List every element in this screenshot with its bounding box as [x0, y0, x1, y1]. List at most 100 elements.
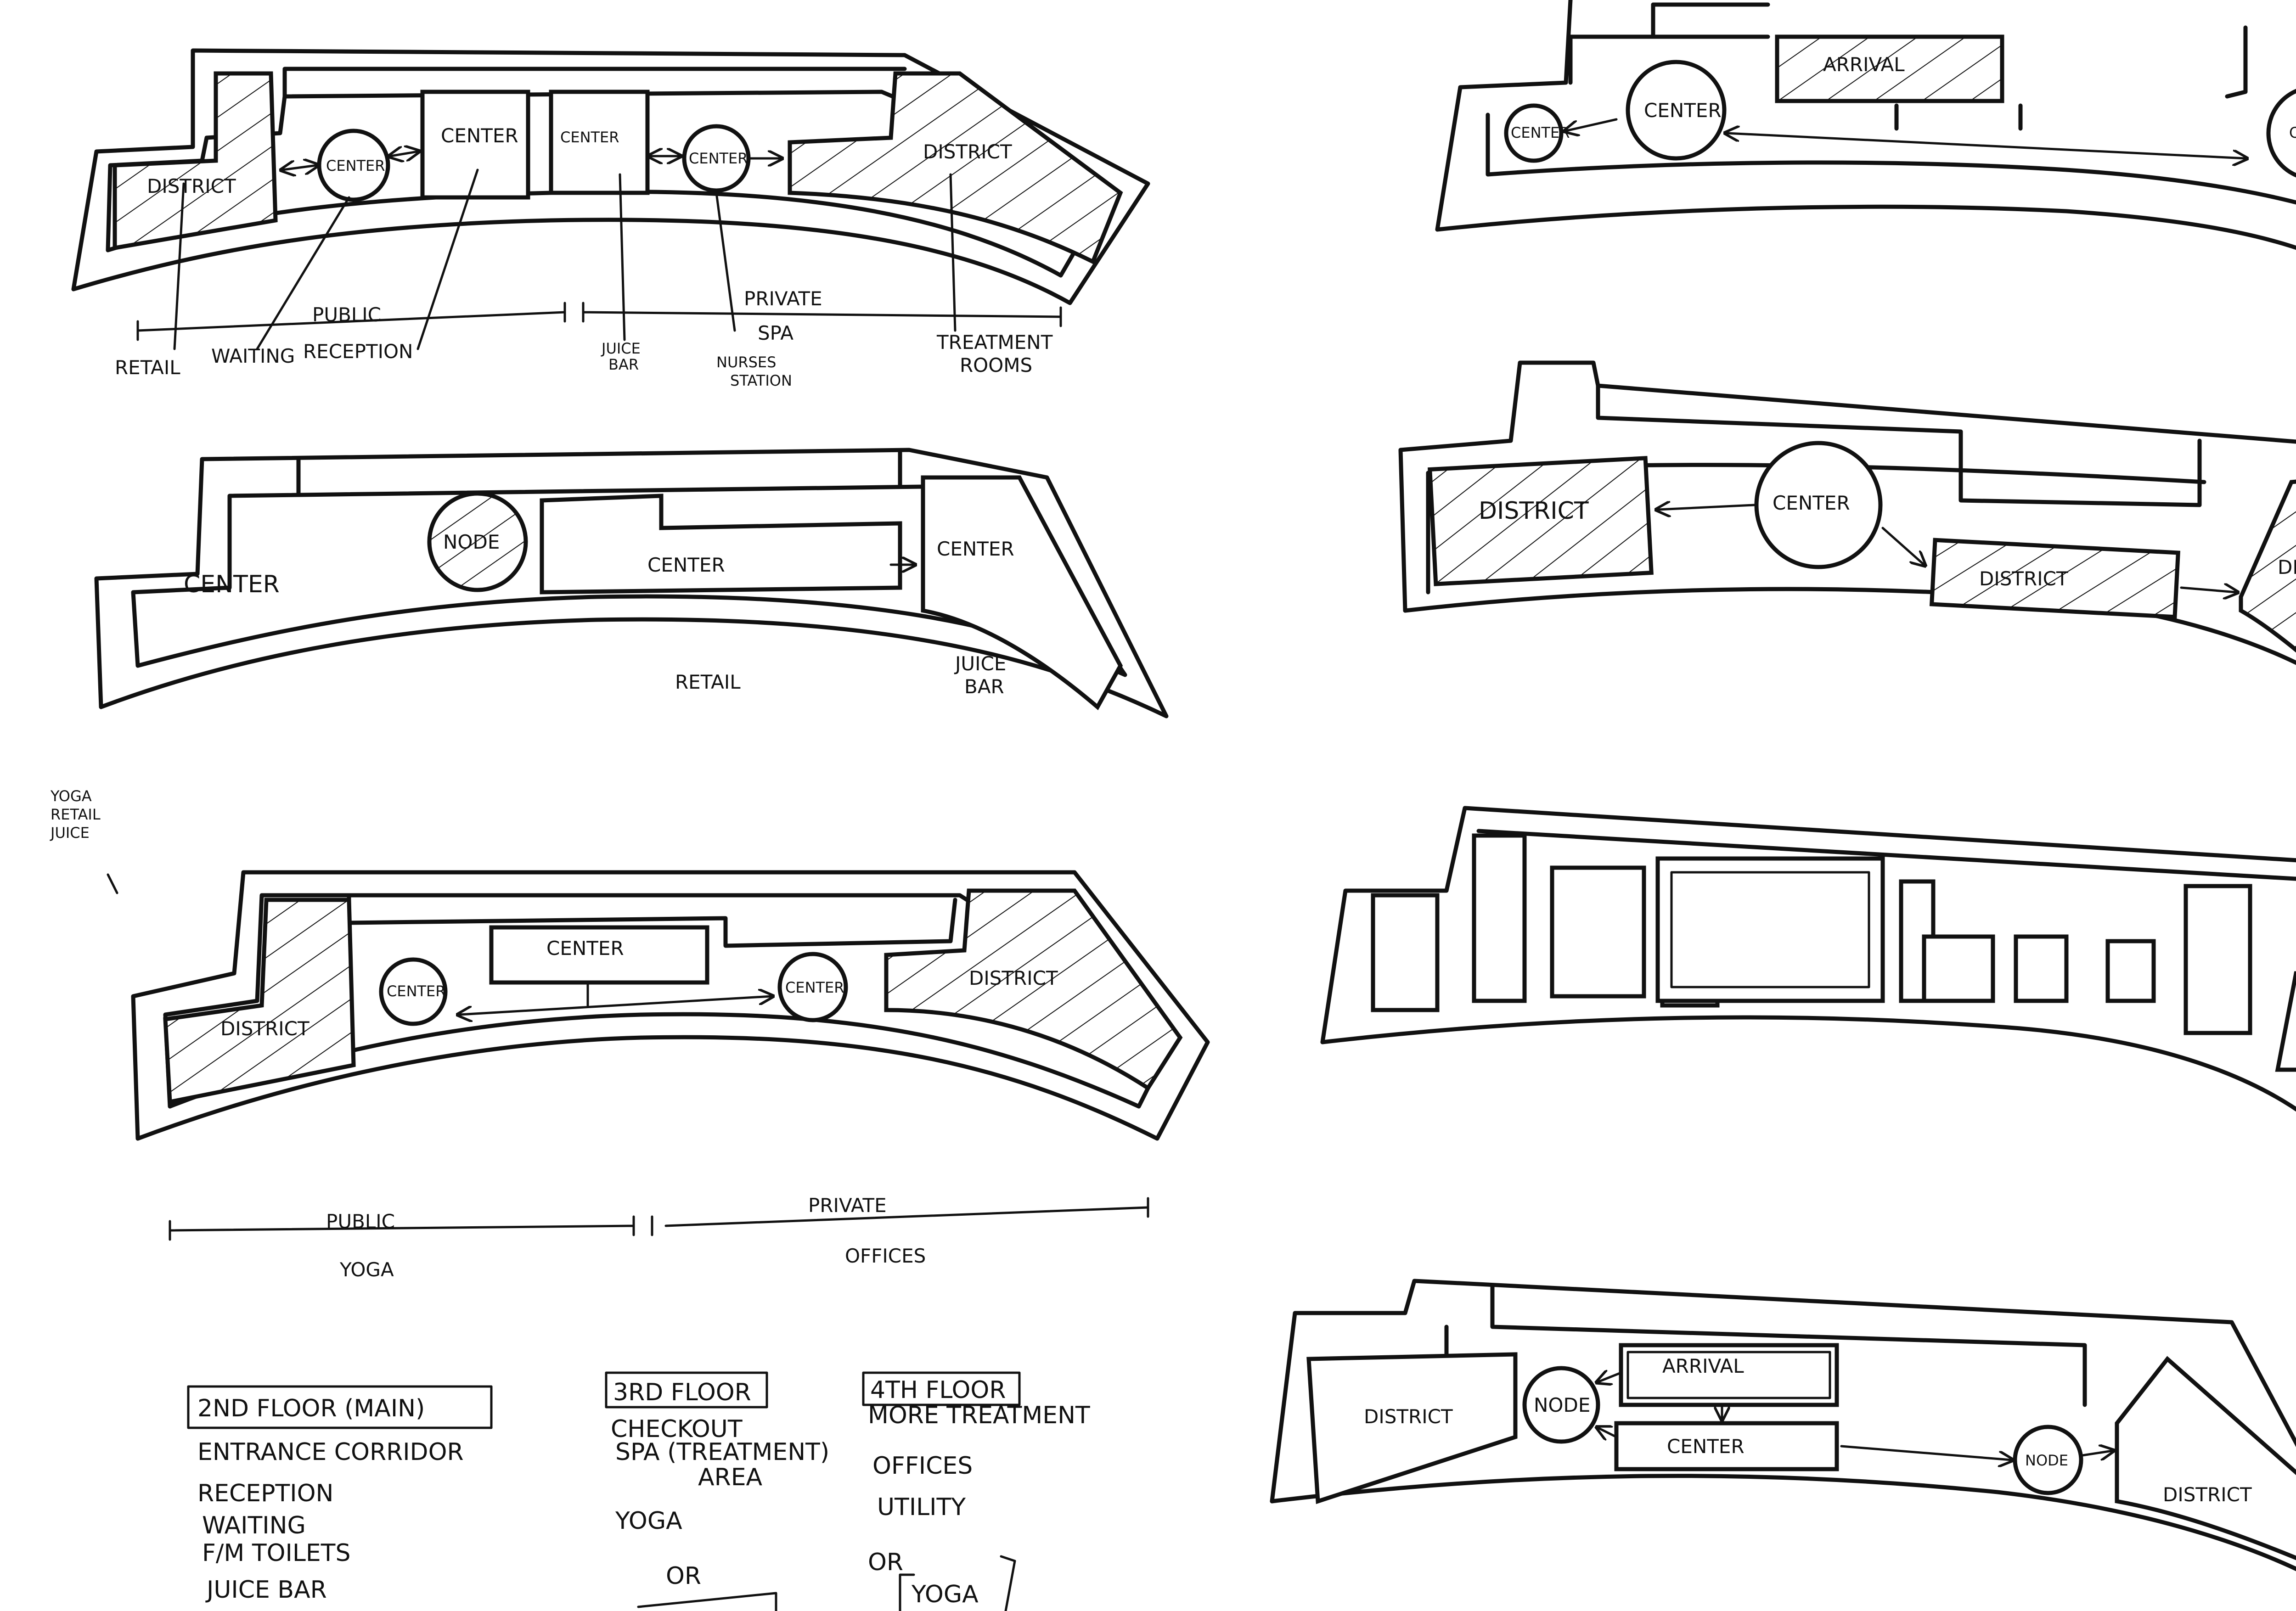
margin-note-line-3: JUICE: [50, 824, 90, 842]
plan-1-district-right: [788, 71, 1123, 265]
plan-1-note-retail: RETAIL: [115, 356, 180, 379]
plan-5-district-right: [2239, 479, 2296, 653]
plan-5-arrow-b: [1881, 527, 1924, 565]
program-list-3rd-floor-heading: 3RD FLOOR: [613, 1379, 751, 1406]
plan-7-arrow-a: [1598, 1373, 1622, 1382]
plan-2-center-right-label: CENTER: [937, 538, 1014, 560]
plan-2-center-middle-label: CENTER: [647, 554, 725, 576]
plan-3-district-right: [884, 888, 1183, 1091]
plan-3-district-left: [163, 898, 356, 1105]
program-list-4th-floor-bracket: [899, 1555, 1016, 1611]
margin-note-stroke: [107, 873, 118, 894]
plan-1-center-circle-right-label: CENTER: [689, 150, 748, 167]
plan-2-note-juice-2: BAR: [964, 675, 1004, 698]
plan-3-scale-private: PRIVATE: [808, 1194, 887, 1217]
plan-4-arrow-b: [1727, 133, 2245, 158]
plan-2-top-wall: [296, 450, 902, 496]
plan-2-node: [427, 491, 528, 592]
plan-1-arrow-a: [282, 165, 317, 170]
program-list-2nd-floor: 2ND FLOOR (MAIN) ENTRANCE CORRIDOR RECEP…: [187, 1385, 493, 1604]
plan-2-sketch: CENTER NODE CENTER CENTER RETAIL JUICE B…: [94, 448, 1169, 718]
program-list-4th-floor-heading-box: [862, 1371, 1021, 1406]
plan-6-outline-lower: [1320, 829, 2296, 1112]
plan-1-note-nurses-1: NURSES: [716, 354, 776, 371]
plan-1-note-treatment-2: ROOMS: [960, 354, 1032, 376]
plan-7-arrow-d: [1840, 1445, 2011, 1460]
plan-2-note-retail: RETAIL: [675, 671, 741, 693]
plan-4-center-circle-label: CENTER: [1644, 99, 1722, 122]
plan-4-node-left-label: CENTER: [1511, 124, 1570, 141]
plan-5-district-middle-label: DISTRICT: [1979, 567, 2068, 590]
program-list-3rd-floor: 3RD FLOOR CHECKOUT SPA (TREATMENT) AREA …: [605, 1371, 829, 1611]
plan-3-center-box-label: CENTER: [546, 937, 624, 960]
plan-1-district-right-label: DISTRICT: [923, 140, 1012, 163]
plan-4-center-circle: [1626, 60, 1727, 161]
plan-5-sketch: DISTRICT CENTER DISTRICT DISTRI: [1398, 360, 2296, 665]
plan-3-center-circle-right: [777, 952, 848, 1022]
program-list-3rd-floor-item-5: OR: [666, 1562, 701, 1590]
plan-2-center-right: [921, 475, 1123, 711]
plan-6-room-8: [2014, 934, 2069, 1003]
plan-1-arrow-b: [390, 152, 418, 156]
program-list-4th-floor-item-3: UTILITY: [877, 1493, 966, 1521]
plan-7-arrow-b: [1598, 1428, 1618, 1437]
plan-7-node-left-label: NODE: [1534, 1394, 1590, 1416]
plan-3-scale-public: PUBLIC: [326, 1210, 395, 1233]
plan-5-district-right-label: DISTRI: [2278, 556, 2296, 578]
program-list-3rd-floor-heading-box: [605, 1371, 768, 1409]
program-list-2nd-floor-heading: 2ND FLOOR (MAIN): [197, 1395, 425, 1422]
plan-6-outline-outer: [1320, 806, 2296, 1044]
program-list-4th-floor-item-1: MORE TREATMENT: [868, 1402, 1090, 1429]
plan-1-top-wall: [282, 67, 907, 99]
plan-7-arrival: [1619, 1343, 1839, 1407]
plan-7-node-right-label: NODE: [2025, 1452, 2068, 1469]
program-list-4th-floor-item-4: OR: [868, 1549, 903, 1576]
plan-1-center-box-b-label: CENTER: [560, 129, 619, 146]
plan-5-district-left: [1428, 456, 1654, 586]
plan-1-scale-line: [136, 302, 1062, 341]
plan-3-center-box: [489, 925, 709, 985]
plan-5-center-circle-label: CENTER: [1773, 492, 1850, 514]
program-list-2nd-floor-item-5: JUICE BAR: [205, 1576, 327, 1604]
plan-1-scale-private: PRIVATE: [744, 287, 822, 310]
program-list-3rd-floor-item-1: CHECKOUT: [611, 1415, 743, 1443]
plan-3-arrow: [459, 996, 771, 1015]
plan-4-center-right-label: CENTER: [2289, 124, 2296, 141]
plan-6-room-11: [2275, 971, 2296, 1072]
program-list-3rd-floor-item-2: SPA (TREATMENT): [615, 1438, 829, 1466]
plan-1-note-spa: SPA: [758, 322, 793, 344]
program-list-2nd-floor-heading-box: [187, 1385, 493, 1429]
plan-7-outline-outer: [1270, 1279, 2296, 1504]
plan-6-room-5: [1655, 856, 1885, 1003]
plan-7-center-label: CENTER: [1667, 1435, 1745, 1458]
plan-1-note-waiting: WAITING: [211, 345, 295, 367]
plan-7-district-right-label: DISTRICT: [2163, 1483, 2252, 1506]
program-list-2nd-floor-item-4: F/M TOILETS: [202, 1539, 350, 1567]
plan-6-room-10: [2183, 884, 2252, 1035]
program-list-2nd-floor-item-2: RECEPTION: [197, 1480, 333, 1507]
plan-3-district-right-label: DISTRICT: [969, 967, 1058, 989]
plan-7-district-left-label: DISTRICT: [1364, 1405, 1453, 1428]
plan-1-center-circle-left-label: CENTER: [326, 157, 385, 174]
plan-1-leader-lines: [173, 168, 957, 350]
plan-4-sketch: CENTER CENTER ARRIVAL CENTER: [1435, 0, 2296, 250]
margin-note-line-1: YOGA: [50, 787, 92, 805]
plan-4-arrival-label: ARRIVAL: [1823, 53, 1905, 76]
plan-6-room-9: [2105, 939, 2156, 1003]
margin-note-line-2: RETAIL: [51, 806, 101, 823]
program-list-3rd-floor-item-3: AREA: [698, 1464, 763, 1491]
plan-2-center-middle: [540, 494, 902, 595]
program-list-4th-floor-item-5: YOGA: [911, 1581, 979, 1608]
plan-2-note-juice-1: JUICE: [954, 652, 1006, 675]
plan-7-outline-lower: [1270, 1283, 2296, 1572]
program-list-2nd-floor-item-1: ENTRANCE CORRIDOR: [197, 1438, 464, 1466]
plan-5-district-left-label: DISTRICT: [1479, 497, 1589, 525]
plan-1-district-left: [113, 71, 278, 251]
plan-7-arrow-e: [2081, 1451, 2112, 1455]
plan-6-room-7: [1922, 934, 1995, 1003]
plan-1-outline-outer: [71, 48, 1150, 305]
plan-7-center: [1614, 1421, 1839, 1471]
program-list-3rd-floor-item-4: YOGA: [615, 1507, 682, 1535]
plan-1-note-juice-1: JUICE: [601, 340, 641, 357]
plan-4-arrival: [1775, 34, 2004, 103]
